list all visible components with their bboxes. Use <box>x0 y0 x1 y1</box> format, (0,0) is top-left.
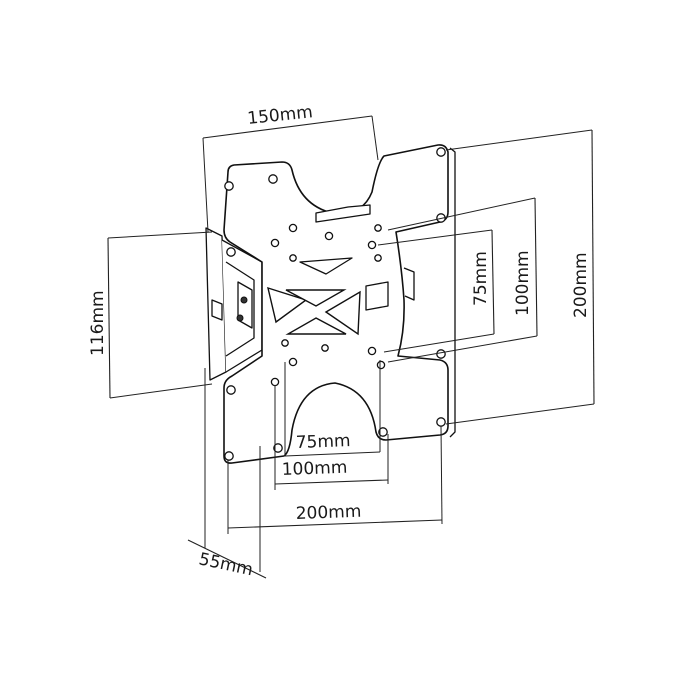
dim-label-left-height: 116mm <box>88 290 108 356</box>
dimension-lines <box>107 115 595 579</box>
dim-label-hole-vertical-100: 100mm <box>513 250 533 316</box>
dim-label-hole-horizontal-75: 75mm <box>295 431 350 453</box>
dim-label-hole-vertical-75: 75mm <box>471 251 491 306</box>
dim-label-depth: 55mm <box>197 549 255 580</box>
mounting-plate <box>223 144 456 464</box>
dim-label-hole-horizontal-100: 100mm <box>281 458 347 480</box>
wall-bracket <box>205 227 263 381</box>
dim-label-right-height: 200mm <box>571 252 591 318</box>
dim-label-hole-horizontal-200: 200mm <box>295 502 361 524</box>
